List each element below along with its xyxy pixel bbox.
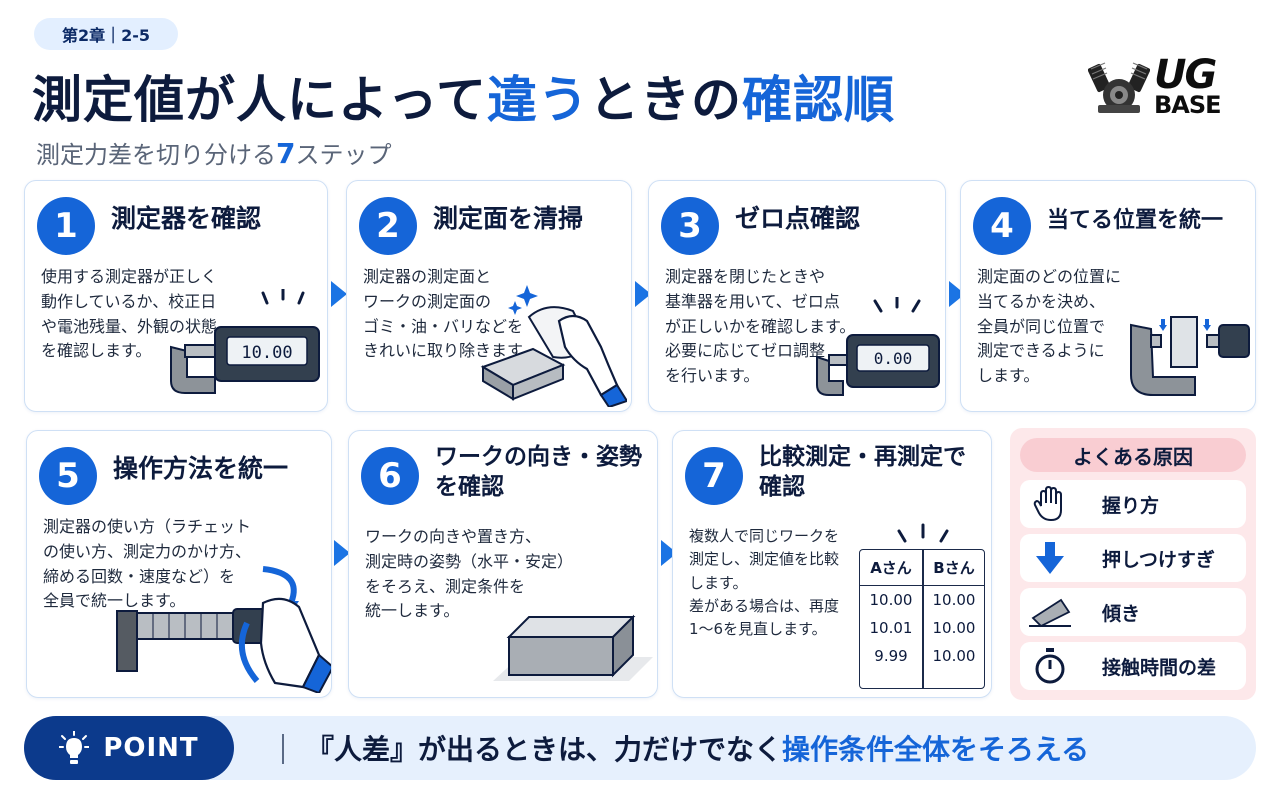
step-desc-7: 複数人で同じワークを 測定し、測定値を比較 します。 差がある場合は、再度 1〜… [689, 527, 840, 638]
step-title-7-line2: 確認 [759, 473, 805, 500]
step-card-4: 4 当てる位置を統一 測定面のどの位置に 当てるかを決め、 全員が同じ位置で 測… [960, 180, 1256, 412]
step-card-3: 3 ゼロ点確認 測定器を閉じたときや 基準器を用いて、ゼロ点 が正しいかを確認し… [648, 180, 946, 412]
step-title-3: ゼロ点確認 [735, 204, 861, 233]
step-desc-3: 測定器を閉じたときや 基準器を用いて、ゼロ点 が正しいかを確認します。 必要に応… [665, 267, 856, 386]
step-number-3: 3 [661, 197, 719, 255]
logo-line1: UG [1154, 51, 1217, 98]
point-message: 『人差』が出るときは、力だけでなく操作条件全体をそろえる [306, 716, 1089, 780]
point-text-main: 『人差』が出るときは、力だけでなく [306, 733, 783, 766]
cause-item: 傾き [1020, 588, 1246, 636]
point-badge: POINT [24, 716, 234, 780]
work-block-icon [493, 614, 653, 681]
step-desc-2: 測定器の測定面と ワークの測定面の ゴミ・油・バリなどを きれいに取り除きます。 [363, 267, 538, 361]
step-number-6: 6 [361, 447, 419, 505]
cause-label: 押しつけすぎ [1102, 548, 1215, 571]
table-header-a: Aさん [860, 550, 922, 586]
step-card-5: 5 操作方法を統一 測定器の使い方（ラチェット の使い方、測定力のかけ方、 締め… [26, 430, 332, 698]
step-title-4: 当てる位置を統一 [1047, 208, 1224, 233]
step-title-2: 測定面を清掃 [433, 204, 584, 233]
step-number-1: 1 [37, 197, 95, 255]
common-causes-panel: よくある原因 握り方 押しつけすぎ 傾き [1010, 428, 1256, 700]
title-part1: 測定値が人によって [32, 71, 487, 129]
subtitle-prefix: 測定力差を切り分ける [36, 141, 276, 169]
cause-label: 傾き [1102, 602, 1141, 625]
step-card-7: 7 比較測定・再測定で 確認 複数人で同じワークを 測定し、測定値を比較 します… [672, 430, 992, 698]
position-micrometer-icon [1130, 316, 1250, 396]
hand-icon [1033, 486, 1062, 522]
step-title-7-line1: 比較測定・再測定で [759, 444, 966, 470]
point-label: POINT [103, 733, 199, 763]
step-number-5: 5 [39, 447, 97, 505]
step-desc-5: 測定器の使い方（ラチェット の使い方、測定力のかけ方、 締める回数・速度など）を… [43, 517, 252, 611]
title-accent-2: 確認順 [742, 71, 895, 129]
subtitle: 測定力差を切り分ける7ステップ [36, 135, 391, 170]
comparison-table: Aさん 10.00 10.01 9.99 Bさん 10.00 10.00 10.… [859, 549, 985, 689]
stopwatch-icon [1035, 648, 1065, 684]
step-number-2: 2 [359, 197, 417, 255]
table-cell: 10.00 [932, 647, 976, 665]
table-cell: 10.00 [932, 619, 976, 637]
micrometer-icon: 10.00 [170, 289, 320, 394]
step-card-2: 2 測定面を清掃 測定器の測定面と ワークの測定面の ゴミ・油・バリなどを きれ… [346, 180, 632, 412]
step-desc-6: ワークの向きや置き方、 測定時の姿勢（水平・安定） をそろえ、測定条件を 統一し… [365, 527, 574, 621]
cause-item: 接触時間の差 [1020, 642, 1246, 690]
title-accent-1: 違う [487, 71, 589, 129]
table-cell: 10.01 [869, 619, 913, 637]
causes-title: よくある原因 [1020, 438, 1246, 472]
step-title-7: 比較測定・再測定で 確認 [759, 443, 966, 503]
step-number-4: 4 [973, 197, 1031, 255]
cleaning-hand-icon [480, 285, 627, 407]
step-title-5: 操作方法を統一 [113, 454, 289, 483]
chapter-badge: 第2章｜2-5 [34, 18, 178, 50]
cause-label: 接触時間の差 [1102, 656, 1217, 679]
table-header-b: Bさん [923, 550, 985, 586]
step-card-1: 1 測定器を確認 使用する測定器が正しく 動作しているか、校正日 や電池残量、外… [24, 180, 328, 412]
sparkle-icon [897, 523, 949, 543]
point-banner: POINT 『人差』が出るときは、力だけでなく操作条件全体をそろえる [24, 716, 1256, 780]
step-title-6-line2: を確認 [435, 473, 504, 500]
lightbulb-icon [59, 731, 90, 764]
arrow-icon [635, 281, 651, 307]
cause-label: 握り方 [1102, 494, 1160, 517]
arrow-down-icon [1036, 542, 1064, 574]
arrow-icon [334, 540, 350, 566]
ratchet-hand-icon [116, 566, 331, 693]
cause-item: 握り方 [1020, 480, 1246, 528]
step-title-1: 測定器を確認 [111, 204, 262, 233]
display-value-1: 10.00 [241, 343, 292, 363]
step-desc-4: 測定面のどの位置に 当てるかを決め、 全員が同じ位置で 測定できるように します… [977, 267, 1122, 386]
brand-logo: UG BASE [1088, 50, 1248, 122]
page-title: 測定値が人によって違うときの確認順 [32, 60, 895, 132]
table-cell: 9.99 [874, 647, 908, 665]
step-desc-1: 使用する測定器が正しく 動作しているか、校正日 や電池残量、外観の状態 を確認し… [41, 267, 218, 361]
subtitle-number: 7 [276, 137, 296, 170]
step-card-6: 6 ワークの向き・姿勢 を確認 ワークの向きや置き方、 測定時の姿勢（水平・安定… [348, 430, 658, 698]
title-part3: ときの [589, 71, 742, 129]
micrometer-zero-icon: 0.00 [816, 297, 940, 396]
step-number-7: 7 [685, 447, 743, 505]
engine-icon [1088, 62, 1150, 113]
cause-item: 押しつけすぎ [1020, 534, 1246, 582]
display-value-3: 0.00 [874, 349, 913, 368]
point-text-accent: 操作条件全体をそろえる [782, 733, 1090, 766]
table-cell: 10.00 [869, 591, 913, 609]
subtitle-suffix: ステップ [295, 141, 392, 169]
tilt-block-icon [1029, 598, 1071, 628]
step-title-6-line1: ワークの向き・姿勢 [435, 444, 642, 470]
logo-line2: BASE [1154, 90, 1222, 119]
table-cell: 10.00 [932, 591, 976, 609]
step-title-6: ワークの向き・姿勢 を確認 [435, 443, 642, 503]
arrow-icon [331, 281, 347, 307]
